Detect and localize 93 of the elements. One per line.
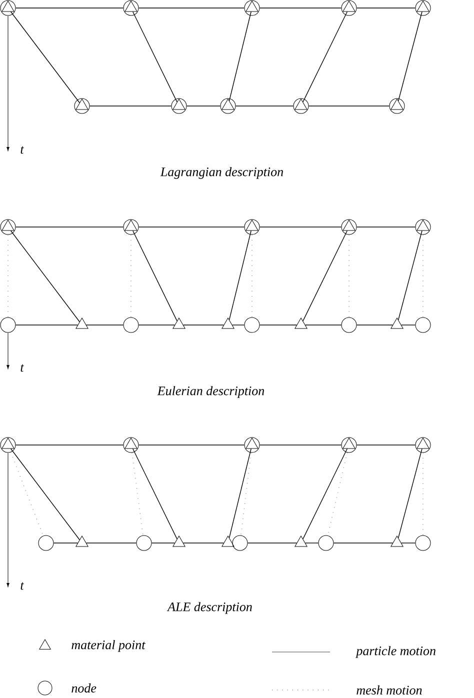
material-point-triangle	[76, 318, 88, 329]
mesh-line	[15, 324, 78, 326]
node-circle	[0, 0, 16, 16]
mesh-line	[151, 542, 176, 544]
node-circle	[244, 317, 260, 333]
particle-path-line	[132, 11, 178, 102]
mesh-line	[138, 324, 176, 326]
panel-caption: ALE description	[166, 602, 252, 614]
node-circle	[415, 317, 431, 333]
mesh-motion-line	[240, 452, 252, 536]
node-circle	[123, 317, 139, 333]
material-point-triangle	[172, 536, 186, 547]
particle-path-line	[228, 448, 252, 538]
mesh-line	[15, 444, 124, 446]
node-circle	[0, 317, 16, 333]
particle-path-line	[10, 448, 80, 540]
mesh-line	[182, 324, 224, 326]
material-point-triangle	[294, 536, 308, 547]
node-circle	[123, 219, 139, 235]
particle-path-line	[398, 448, 422, 538]
mesh-line	[182, 542, 224, 544]
panel-caption: Eulerian description	[157, 386, 264, 398]
mesh-line	[232, 324, 245, 326]
particle-path-line	[228, 230, 252, 320]
axis-label: t	[20, 582, 24, 590]
node-circle	[38, 535, 54, 551]
node-circle	[220, 98, 236, 114]
node-circle	[341, 437, 357, 453]
node-circle	[389, 98, 405, 114]
node-circle	[123, 437, 139, 453]
material-point-triangle	[222, 536, 234, 547]
axis-label: t	[20, 146, 24, 154]
mesh-line	[247, 542, 298, 544]
node-circle	[244, 0, 260, 16]
node-circle	[415, 219, 431, 235]
node-circle	[123, 0, 139, 16]
node-circle	[74, 98, 90, 114]
legend-text: particle motion	[355, 646, 436, 658]
mesh-line	[259, 444, 342, 446]
particle-path-line	[132, 230, 178, 322]
axis-label: t	[20, 364, 24, 372]
particle-path-line	[302, 230, 348, 322]
node-circle	[171, 98, 187, 114]
node-circle	[0, 219, 16, 235]
mesh-line	[356, 444, 416, 446]
node-circle	[415, 0, 431, 16]
mesh-line	[259, 226, 342, 228]
legend-text: material point	[72, 640, 146, 652]
mesh-line	[356, 226, 416, 228]
node-circle	[318, 535, 334, 551]
mesh-line	[400, 324, 416, 326]
particle-path-line	[302, 448, 348, 540]
mesh-line	[304, 542, 319, 544]
node-circle	[244, 219, 260, 235]
node-circle	[232, 535, 248, 551]
particle-path-line	[398, 11, 422, 102]
mesh-motion-line	[10, 452, 44, 536]
node-circle	[415, 437, 431, 453]
mesh-line	[304, 324, 342, 326]
particle-path-line	[302, 11, 348, 102]
mesh-line	[15, 226, 124, 228]
node-circle	[244, 437, 260, 453]
mesh-line	[356, 324, 394, 326]
mesh-line	[86, 324, 124, 326]
particle-path-line	[228, 11, 252, 102]
node-circle	[341, 0, 357, 16]
material-point-triangle	[172, 318, 186, 329]
mesh-line	[333, 542, 394, 544]
material-point-triangle	[294, 318, 308, 329]
material-point-triangle	[390, 318, 404, 329]
panel-caption: Lagrangian description	[160, 167, 284, 179]
node-circle	[415, 535, 431, 551]
particle-path-line	[398, 230, 422, 320]
node-circle	[293, 98, 309, 114]
mesh-line	[86, 542, 137, 544]
particle-path-line	[10, 230, 80, 322]
particle-path-line	[132, 448, 178, 540]
node-circle	[341, 317, 357, 333]
node-circle	[0, 437, 16, 453]
material-point-triangle	[390, 536, 404, 547]
material-point-triangle	[76, 536, 88, 547]
mesh-line	[400, 542, 416, 544]
mesh-motion-line	[132, 452, 144, 536]
material-point-triangle	[222, 318, 234, 329]
particle-path-line	[10, 11, 80, 104]
mesh-line	[259, 324, 298, 326]
node-circle	[341, 219, 357, 235]
legend-text: mesh motion	[356, 685, 422, 695]
mesh-line	[138, 444, 245, 446]
legend-text: node	[72, 683, 96, 693]
mesh-line	[138, 226, 245, 228]
mesh-line	[53, 542, 78, 544]
node-circle	[136, 535, 152, 551]
